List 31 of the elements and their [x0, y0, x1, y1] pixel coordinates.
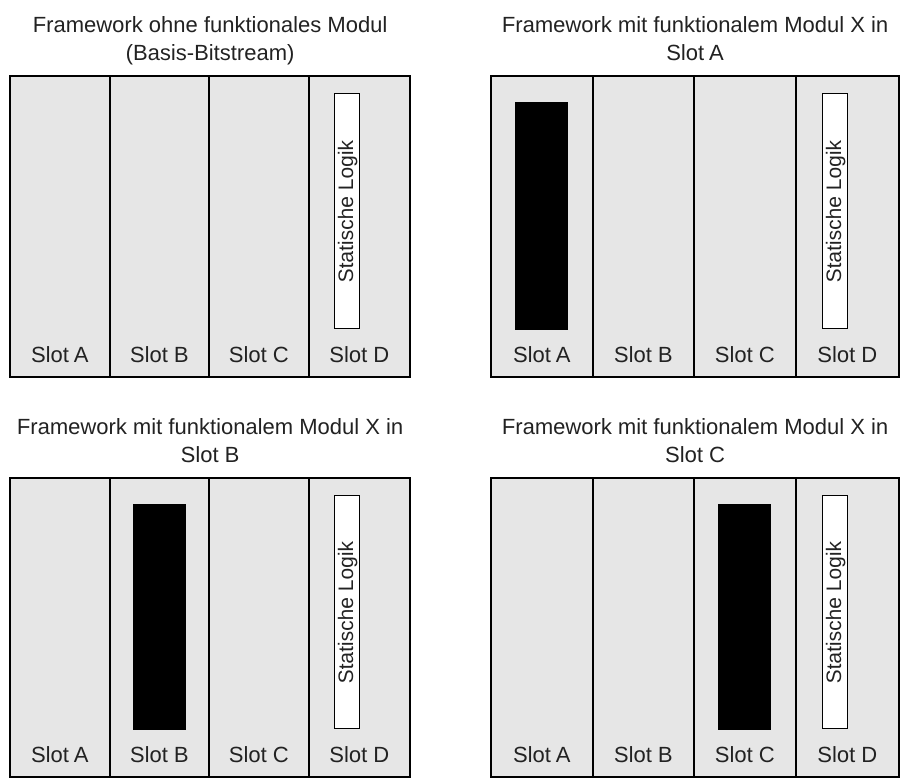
- slot-label: Slot D: [816, 742, 878, 768]
- slot-label: Slot B: [612, 742, 674, 768]
- slot-label: Slot C: [714, 342, 776, 368]
- slot-label: Slot C: [228, 742, 290, 768]
- slot-label: Slot D: [328, 742, 390, 768]
- logic-box: [822, 495, 848, 729]
- slot-label: Slot B: [612, 342, 674, 368]
- box-label: Statische Logik: [335, 540, 360, 684]
- slot-label: Slot B: [128, 742, 190, 768]
- panel-heading: Framework ohne funktionales Modul (Basis-Bitstream): [32, 11, 388, 67]
- logic-box: [334, 93, 360, 329]
- logic-box: [334, 495, 360, 729]
- module-bar: [515, 102, 568, 330]
- box-label: Statische Logik: [335, 140, 360, 282]
- slot-label: Slot D: [816, 342, 878, 368]
- slot-label: Slot A: [30, 742, 90, 768]
- box-label: Statische Logik: [822, 540, 847, 684]
- slot-label: Slot A: [512, 342, 572, 368]
- box-label: Statische Logik: [822, 140, 847, 282]
- slot-label: Slot C: [228, 342, 290, 368]
- panel-heading: Framework mit funktionalem Modul X in Slot A: [500, 11, 890, 67]
- slot-label: Slot B: [128, 342, 190, 368]
- panel-heading: Framework mit funktionalem Modul X in Slot C: [500, 413, 890, 469]
- logic-box: [822, 93, 848, 329]
- module-bar: [718, 504, 772, 730]
- slot-label: Slot A: [512, 742, 572, 768]
- slot-label: Slot D: [328, 342, 390, 368]
- module-bar: [132, 504, 186, 730]
- panel-heading: Framework mit funktionalem Modul X in Slot B: [16, 413, 404, 469]
- slot-label: Slot C: [714, 742, 776, 768]
- slot-label: Slot A: [30, 342, 90, 368]
